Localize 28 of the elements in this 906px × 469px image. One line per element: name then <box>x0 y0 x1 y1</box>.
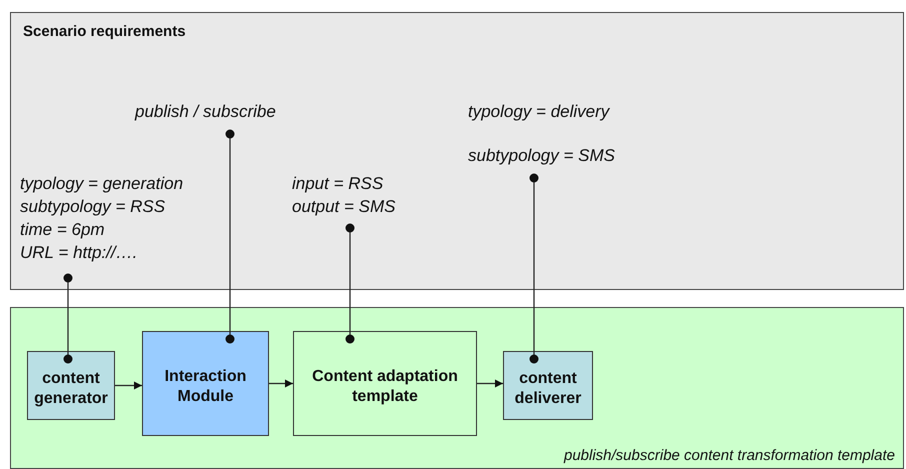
process-box <box>293 331 477 436</box>
requirement-text: subtypology = RSS <box>20 196 166 218</box>
requirement-text: time = 6pm <box>20 219 106 241</box>
process-box <box>27 351 115 420</box>
requirement-text: output = SMS <box>292 196 396 218</box>
box-label: content deliverer <box>514 368 582 408</box>
box-label: content generator <box>33 368 109 408</box>
requirement-text: typology = generation <box>20 173 184 195</box>
panel-title: publish/subscribe content transformation template <box>564 447 895 464</box>
connector-line <box>530 174 538 364</box>
arrow <box>115 382 142 390</box>
requirement-text: subtypology = SMS <box>468 145 616 167</box>
arrow <box>269 380 293 388</box>
panel <box>10 12 904 290</box>
requirement-text: URL = http://…. <box>20 242 138 264</box>
connector-line <box>226 130 234 344</box>
requirement-text: typology = delivery <box>468 101 611 123</box>
process-box <box>503 351 593 420</box>
panel <box>10 307 904 469</box>
arrow <box>477 380 503 388</box>
connector-line <box>64 274 72 364</box>
requirement-text: publish / subscribe <box>135 101 277 123</box>
process-box <box>142 331 269 436</box>
connector-line <box>346 224 354 344</box>
panel-title: Scenario requirements <box>23 23 186 40</box>
box-label: Content adaptation template <box>311 366 459 406</box>
requirement-text: input = RSS <box>292 173 384 195</box>
box-label: Interaction Module <box>164 366 248 406</box>
